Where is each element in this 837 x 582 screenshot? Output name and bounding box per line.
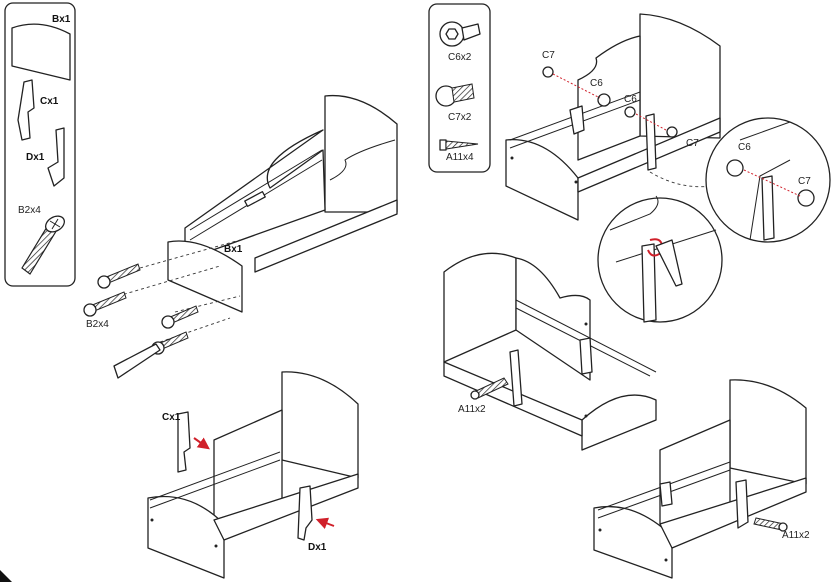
step2-right-arrow [315, 517, 335, 529]
step1-rail-slot [244, 191, 266, 207]
step5-screw-icon [753, 517, 788, 532]
zoom-detail-bolts [705, 117, 831, 243]
step4-leg-bracket [509, 349, 523, 407]
part-label-dx1: Dx1 [26, 152, 45, 163]
step4-screw-label: A11x2 [458, 404, 486, 415]
zoom-label-c7: C7 [798, 176, 811, 187]
step3-leg-bracket [645, 113, 657, 171]
left-leg-bracket-icon [17, 79, 35, 141]
step-3-bolt-assembly: C7 C6 C6 C7 C6 C7 [505, 13, 831, 323]
step1-screw-icon [83, 291, 127, 317]
zoom-label-c6: C6 [738, 142, 751, 153]
allen-key-icon [113, 343, 161, 379]
step3-bolt-left-icon [542, 66, 554, 78]
part-label-cx1: Cx1 [40, 96, 59, 107]
step3-nut-right-icon [624, 106, 636, 118]
step3-label-c6-right: C6 [624, 94, 637, 105]
step1-footboard [324, 94, 398, 213]
step3-headboard [505, 139, 579, 221]
step4-footboard [581, 394, 657, 451]
step3-alignment-lines [552, 73, 667, 131]
allen-key-zoom-icon [655, 239, 683, 287]
headboard-part-icon [11, 23, 71, 81]
parts-panel: Bx1 Cx1 Dx1 B2x4 [4, 2, 76, 287]
step-1-headboard-attach: Bx1 B2x4 [83, 94, 398, 379]
step3-label-c6-left: C6 [590, 78, 603, 89]
barrel-nut-icon [439, 21, 481, 47]
step5-screw-label: A11x2 [782, 530, 810, 541]
step-4-leg-screw: A11x2 [443, 252, 657, 451]
step2-footboard [281, 371, 359, 479]
step2-left-arrow [193, 437, 210, 450]
step3-left-bracket [569, 105, 585, 135]
hardware-panel: C6x2 C7x2 A11x4 [428, 3, 491, 173]
step1-front-rail [254, 199, 398, 273]
hardware-label-c7: C7x2 [448, 112, 472, 123]
step5-leg-bracket [735, 479, 749, 529]
step3-bolt-right-icon [666, 126, 678, 138]
step3-nut-left-icon [597, 93, 611, 107]
bolt-icon [435, 83, 475, 107]
right-leg-bracket-icon [47, 127, 65, 187]
long-screw-icon [21, 215, 65, 275]
step1-headboard-panel [167, 240, 243, 313]
step3-zoom-pointer [649, 171, 713, 188]
step2-headboard [147, 495, 225, 579]
step2-right-bracket [297, 485, 313, 541]
step4-headboard [443, 252, 517, 363]
hardware-label-a11: A11x4 [446, 152, 474, 163]
wood-screw-icon [439, 139, 479, 151]
step4-screw-icon [470, 377, 509, 400]
step5-front-rail [659, 477, 807, 549]
step1-screw-icon [97, 263, 141, 289]
part-label-b2x4: B2x4 [18, 205, 41, 216]
step2-left-bracket [177, 411, 191, 473]
step2-right-label: Dx1 [308, 542, 327, 553]
step1-panel-label: Bx1 [224, 244, 243, 255]
step3-label-c7-right: C7 [686, 138, 699, 149]
corner-mark [0, 570, 12, 582]
step-2-leg-brackets: Cx1 Dx1 [147, 371, 359, 579]
part-label-bx1: Bx1 [52, 14, 71, 25]
step4-rear-bracket [579, 337, 593, 375]
step3-footboard [639, 13, 721, 139]
step1-screw-label: B2x4 [86, 319, 109, 330]
step-5-finished-frame: A11x2 [593, 379, 810, 579]
step2-left-label: Cx1 [162, 412, 181, 423]
step5-footboard [729, 379, 807, 485]
hardware-label-c6: C6x2 [448, 52, 472, 63]
step3-label-c7-left: C7 [542, 50, 555, 61]
step5-rear-bracket [659, 481, 673, 507]
zoom-detail-tighten [597, 195, 723, 323]
step1-screw-icon [161, 305, 199, 329]
